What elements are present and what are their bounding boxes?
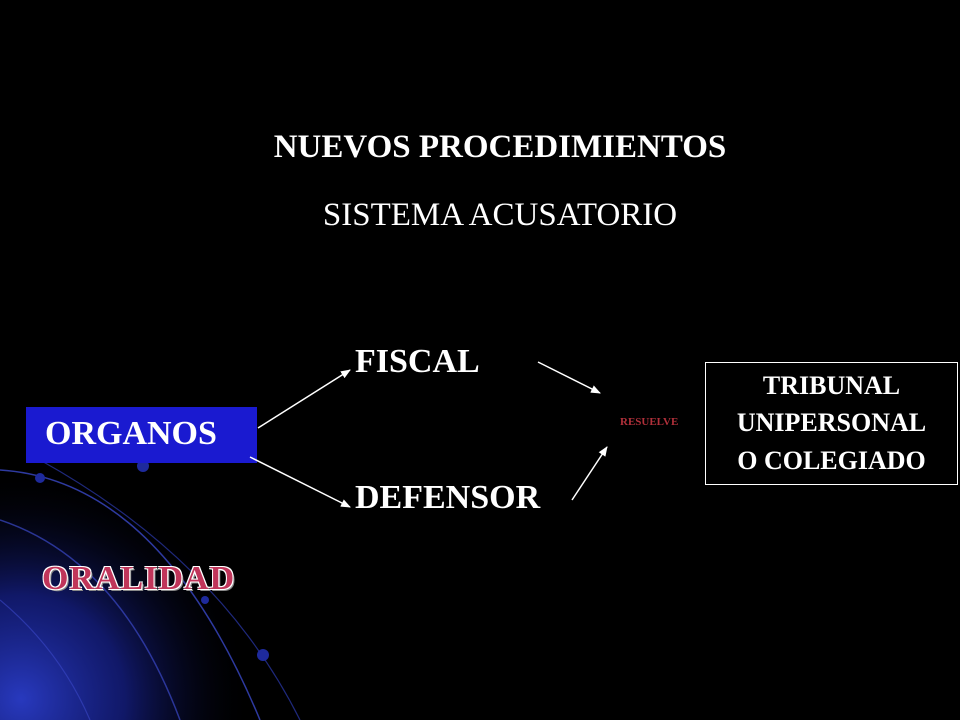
fiscal-label: FISCAL <box>355 343 480 380</box>
slide-title: NUEVOS PROCEDIMIENTOS <box>273 129 727 165</box>
arrow-defensor-to-resuelve <box>571 446 608 501</box>
arrow-organos-to-defensor <box>249 456 351 508</box>
organos-box <box>26 407 257 463</box>
slide-subtitle: SISTEMA ACUSATORIO <box>322 197 678 233</box>
tribunal-line-1: TRIBUNAL <box>762 371 901 400</box>
tribunal-line-3: O COLEGIADO <box>737 446 926 475</box>
defensor-label: DEFENSOR <box>355 479 541 516</box>
tribunal-box <box>705 362 958 485</box>
arrow-organos-to-fiscal <box>257 369 351 429</box>
resuelve-label: RESUELVE <box>620 416 679 428</box>
oralidad-label: ORALIDAD <box>42 560 236 597</box>
arrow-fiscal-to-resuelve <box>537 361 601 394</box>
organos-label: ORGANOS <box>45 415 217 452</box>
tribunal-line-2: UNIPERSONAL <box>736 408 927 437</box>
